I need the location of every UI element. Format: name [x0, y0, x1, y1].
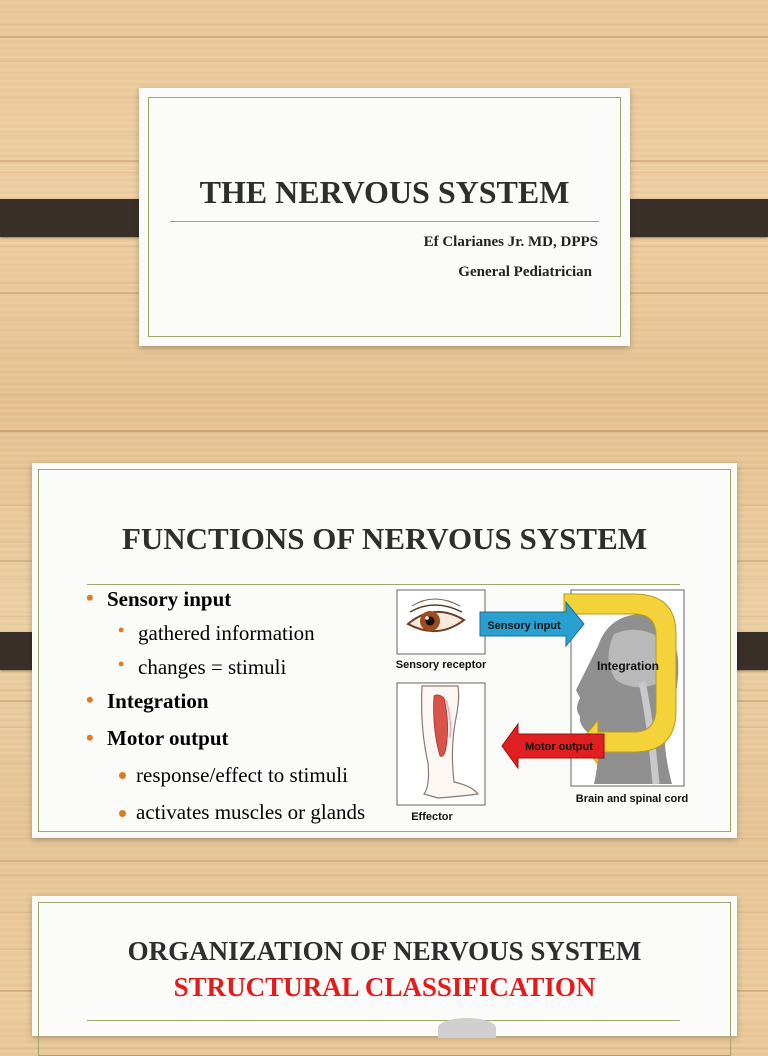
bullet-gathered-information: gathered information	[138, 621, 315, 645]
slide-organization[interactable]: ORGANIZATION OF NERVOUS SYSTEM STRUCTURA…	[32, 896, 737, 1056]
bullet-activates-muscles: activates muscles or glands	[136, 800, 366, 824]
slide-title-heading: THE NERVOUS SYSTEM	[199, 174, 570, 210]
slide-frame	[148, 97, 621, 337]
partial-image	[438, 1018, 496, 1038]
bullet-marker: •	[86, 687, 94, 712]
left-bar-1	[0, 199, 156, 237]
title-rule	[87, 584, 680, 585]
effector-label: Effector	[411, 811, 453, 823]
bullet-marker: •	[86, 725, 94, 750]
nervous-system-diagram: Sensory receptor Effector Integration Se…	[396, 589, 688, 823]
bullet-response-effect: response/effect to stimuli	[136, 763, 348, 787]
right-bar-1	[613, 199, 768, 237]
motor-output-label: Motor output	[525, 741, 593, 753]
bullet-changes-stimuli: changes = stimuli	[138, 655, 287, 679]
title-rule	[87, 1020, 680, 1021]
bullet-integration: Integration	[107, 689, 209, 713]
sensory-input-label: Sensory input	[487, 620, 561, 632]
brain-label: Brain and spinal cord	[576, 793, 688, 805]
bullet-marker: •	[86, 585, 94, 610]
bullet-marker: •	[118, 620, 125, 640]
author-name: Ef Clarianes Jr. MD, DPPS	[423, 234, 598, 250]
leg-icon	[421, 685, 480, 799]
bullet-marker	[119, 810, 126, 817]
eye-icon	[406, 598, 466, 632]
bullet-list: • Sensory input • gathered information •…	[32, 463, 432, 838]
motor-output-arrow	[501, 722, 605, 770]
title-rule	[170, 221, 599, 222]
bullet-marker: •	[118, 654, 125, 674]
slide-organization-heading: ORGANIZATION OF NERVOUS SYSTEM	[127, 936, 642, 966]
sensory-receptor-label: Sensory receptor	[396, 659, 487, 671]
author-role: General Pediatrician	[458, 264, 592, 280]
slide-functions[interactable]: FUNCTIONS OF NERVOUS SYSTEM • Sensory in…	[32, 463, 737, 838]
sensory-input-arrow	[479, 600, 585, 648]
bullet-marker	[119, 772, 126, 779]
slide-frame	[38, 469, 731, 832]
slide-functions-heading: FUNCTIONS OF NERVOUS SYSTEM	[121, 521, 648, 556]
slide-title[interactable]: THE NERVOUS SYSTEM Ef Clarianes Jr. MD, …	[139, 88, 630, 346]
integration-label: Integration	[597, 659, 659, 673]
bullet-motor-output: Motor output	[107, 726, 229, 750]
slide-organization-subtitle: STRUCTURAL CLASSIFICATION	[173, 972, 596, 1002]
bullet-sensory-input: Sensory input	[107, 587, 232, 611]
